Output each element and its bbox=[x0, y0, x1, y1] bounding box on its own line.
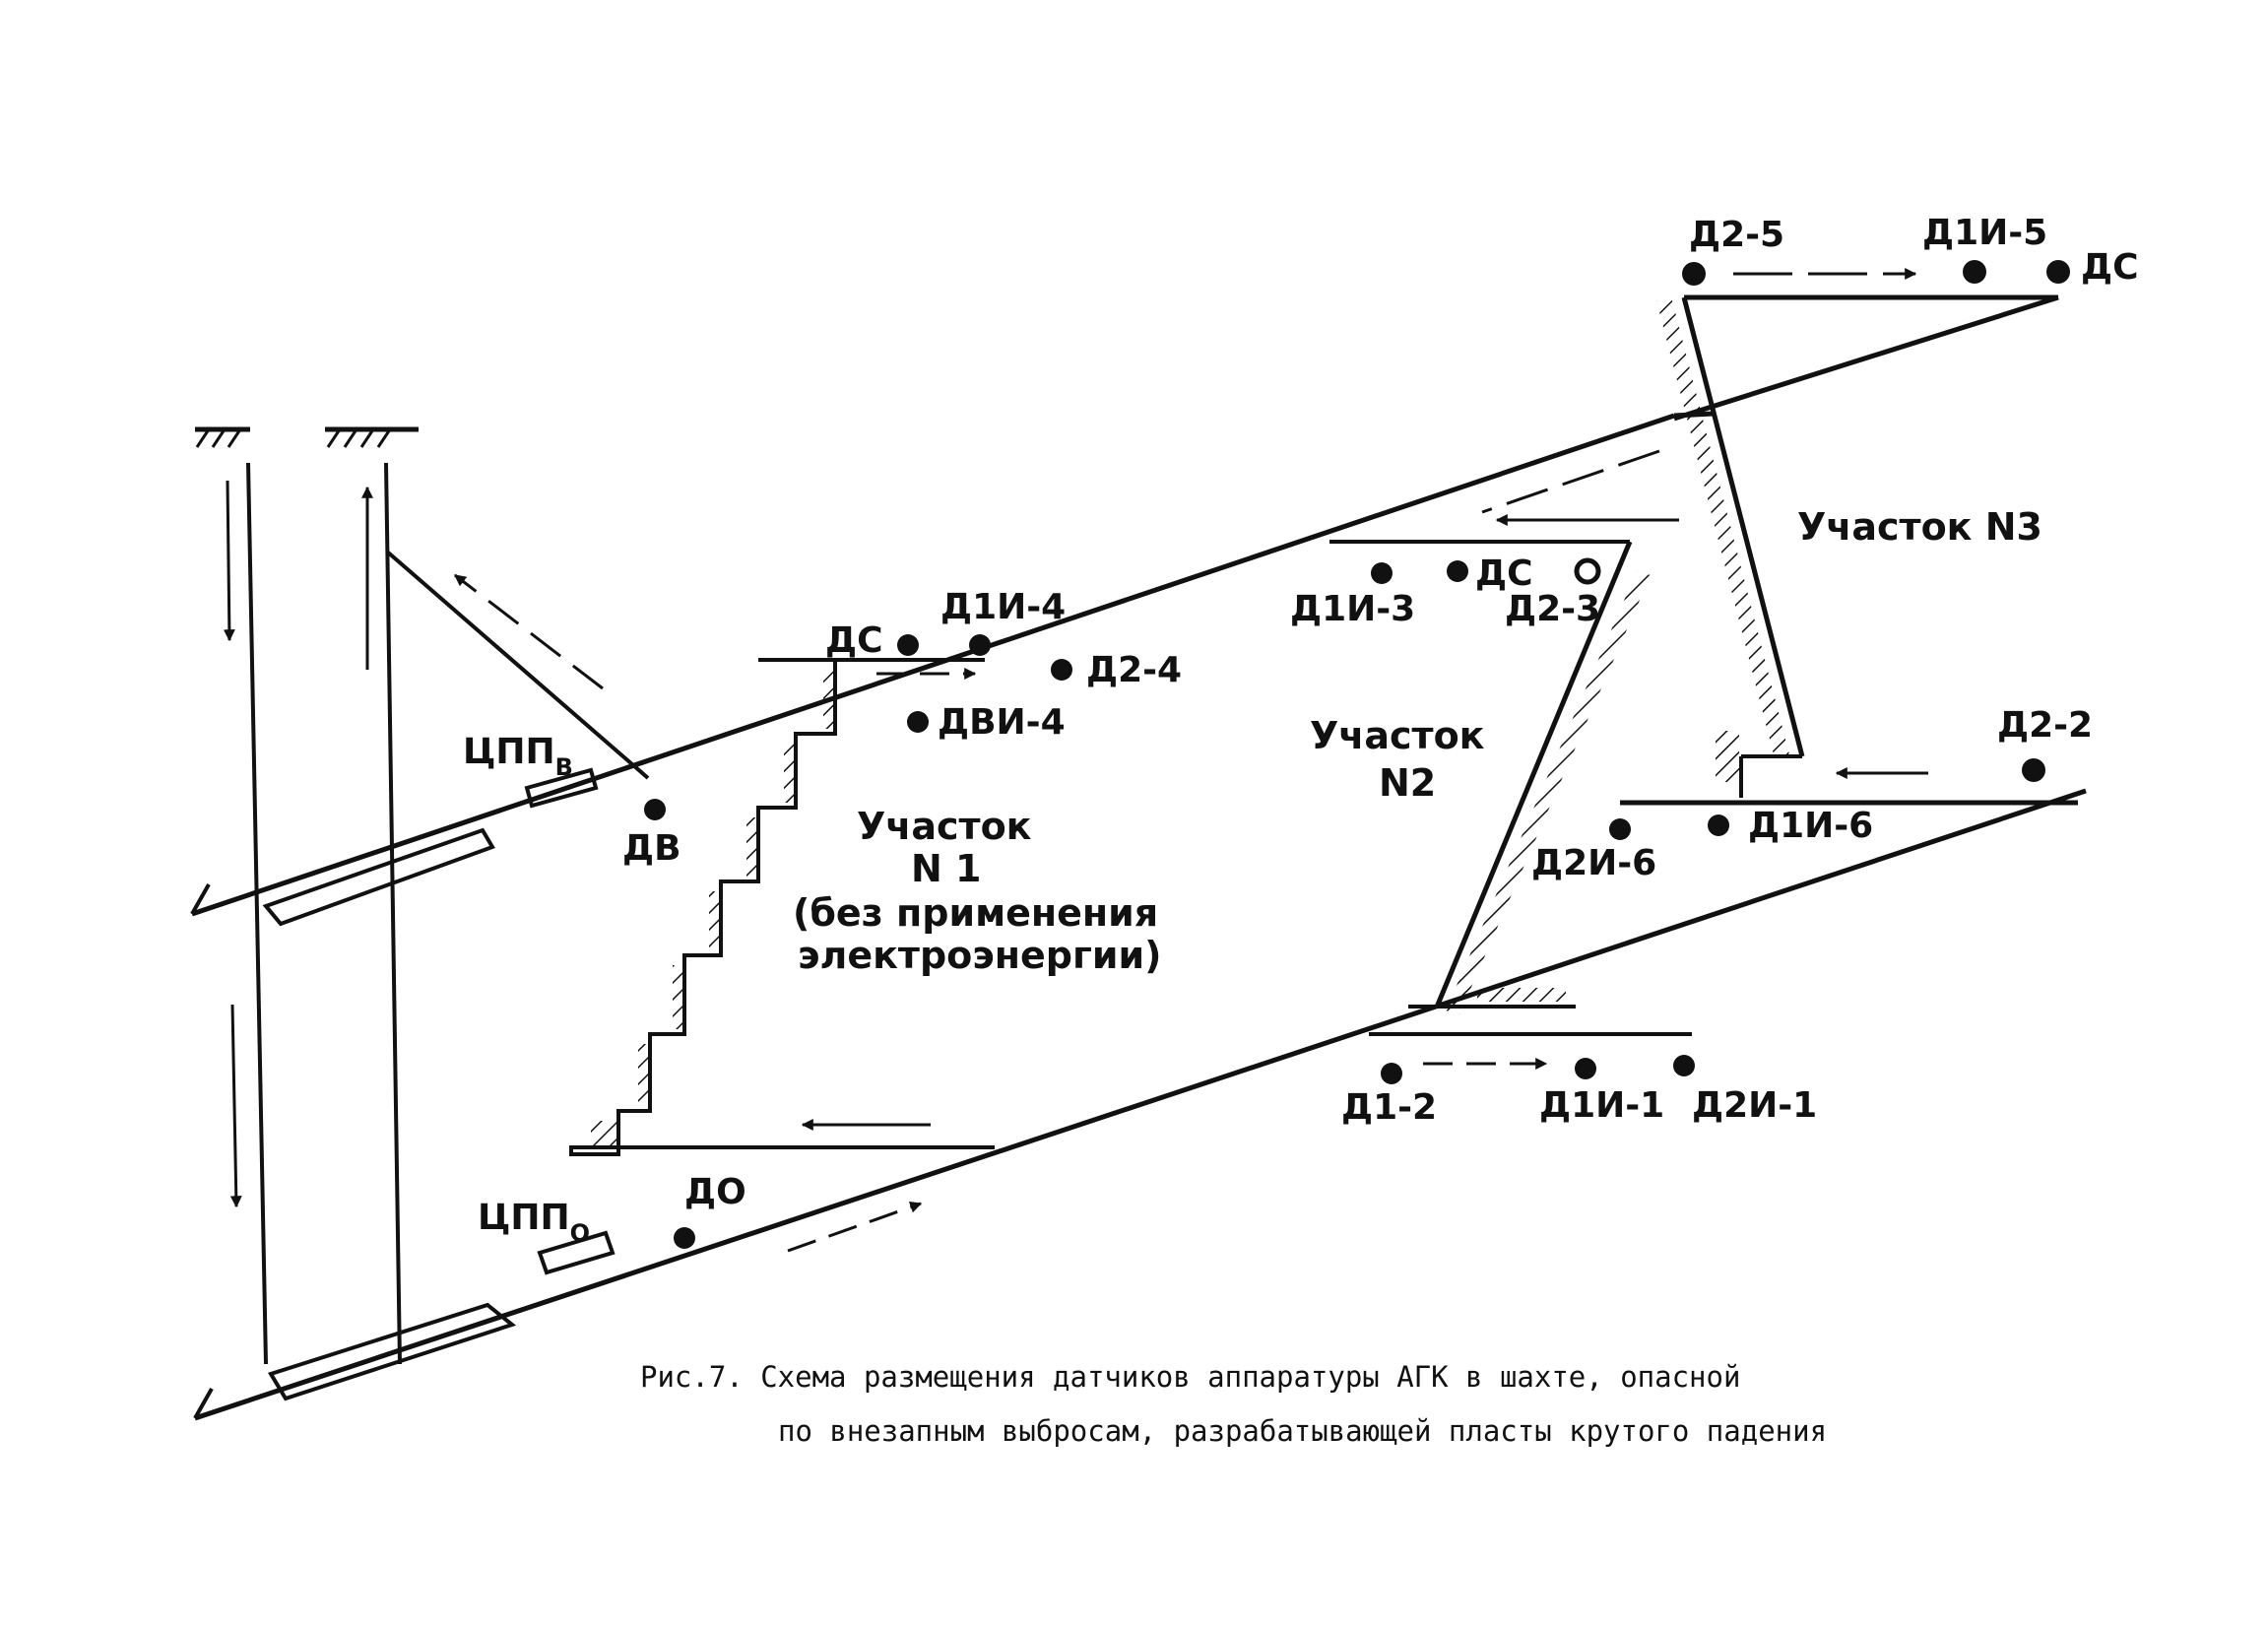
section-2-number: N2 bbox=[1379, 761, 1436, 805]
caption-line-1: Рис.7. Схема размещения датчиков аппарат… bbox=[640, 1360, 1740, 1394]
label-d1i-6: Д1И-6 bbox=[1748, 806, 1873, 846]
label-d2-3: Д2-3 bbox=[1505, 589, 1600, 629]
section-3-title: Участок N3 bbox=[1797, 505, 2042, 549]
substation-box-lower bbox=[537, 1230, 616, 1275]
lower-shaft-station bbox=[267, 1302, 517, 1401]
sensor-dot-d1i-6 bbox=[1708, 814, 1729, 836]
substation-box-upper bbox=[524, 767, 599, 809]
sensor-dot-d1-2 bbox=[1381, 1063, 1402, 1084]
figure-caption: Рис.7. Схема размещения датчиков аппарат… bbox=[640, 1360, 1827, 1448]
sensor-dot-d1i-1 bbox=[1575, 1058, 1596, 1079]
shaft-right bbox=[325, 426, 650, 1365]
sensor-labels: Д2-5 Д1И-5 ДС Д1И-3 ДС Д2-3 ДС Д1И-4 Д2-… bbox=[622, 213, 2138, 1212]
sensor-dot-d2i-1 bbox=[1673, 1055, 1695, 1076]
shaft-left bbox=[195, 426, 268, 1365]
label-d1i-4: Д1И-4 bbox=[940, 587, 1066, 627]
label-ds-mid: ДС bbox=[1475, 554, 1532, 594]
sensor-dot-do bbox=[674, 1227, 695, 1249]
label-d2-2: Д2-2 bbox=[1997, 705, 2093, 746]
lower-level-drift bbox=[193, 788, 2087, 1421]
section-1-note-line1: (без применения bbox=[793, 891, 1158, 935]
section-3-face bbox=[1620, 268, 2078, 806]
sensor-dot-dv bbox=[644, 799, 666, 820]
section-1-title: Участок bbox=[857, 805, 1032, 848]
label-d2i-1: Д2И-1 bbox=[1692, 1085, 1817, 1126]
section-2-face bbox=[1329, 449, 1692, 1070]
sensor-dot-ds-left bbox=[897, 634, 919, 656]
section-1-note-line2: электроэнергии) bbox=[798, 934, 1161, 977]
label-d2i-6: Д2И-6 bbox=[1531, 843, 1656, 883]
label-d1i-5: Д1И-5 bbox=[1922, 213, 2047, 253]
label-d1i-3: Д1И-3 bbox=[1290, 589, 1415, 629]
upper-shaft-station bbox=[262, 827, 495, 927]
label-d2-5: Д2-5 bbox=[1689, 215, 1784, 255]
label-ds-top: ДС bbox=[2081, 247, 2138, 288]
label-cpp-v: ЦППВ bbox=[463, 732, 573, 781]
label-dvi-4: ДВИ-4 bbox=[938, 702, 1066, 743]
sensor-dot-dvi-4 bbox=[907, 711, 929, 733]
sensor-dot-d2-5 bbox=[1682, 262, 1706, 286]
label-dv: ДВ bbox=[622, 828, 681, 869]
section-1-stepped-face bbox=[569, 658, 995, 1253]
sensor-dot-d2-2 bbox=[2022, 758, 2045, 782]
label-d1-2: Д1-2 bbox=[1341, 1087, 1437, 1128]
substation-labels: ЦППВ ЦППО bbox=[463, 732, 590, 1247]
section-2-title: Участок bbox=[1310, 714, 1485, 757]
label-do: ДО bbox=[684, 1172, 746, 1212]
sensor-dot-d2i-6 bbox=[1609, 818, 1631, 840]
section-titles: Участок N3 Участок N2 Участок N 1 (без п… bbox=[793, 505, 2042, 977]
sensor-dots bbox=[644, 260, 2070, 1249]
label-cpp-o: ЦППО bbox=[478, 1198, 590, 1247]
sensor-dot-ds-top bbox=[2046, 260, 2070, 284]
section-1-number: N 1 bbox=[911, 847, 981, 890]
sensor-dot-d1i-3 bbox=[1371, 562, 1393, 584]
sensor-dot-d1i-4 bbox=[969, 634, 991, 656]
label-d2-4: Д2-4 bbox=[1086, 650, 1182, 690]
sensor-dot-ds-mid bbox=[1447, 560, 1468, 582]
sensor-dot-d2-4 bbox=[1051, 659, 1072, 681]
sensor-dot-d2-3 bbox=[1574, 557, 1601, 585]
label-ds-left: ДС bbox=[825, 620, 882, 661]
caption-line-2: по внезапным выбросам, разрабатывающей п… bbox=[778, 1414, 1827, 1448]
label-d1i-1: Д1И-1 bbox=[1539, 1085, 1664, 1126]
sensor-dot-d1i-5 bbox=[1963, 260, 1986, 284]
